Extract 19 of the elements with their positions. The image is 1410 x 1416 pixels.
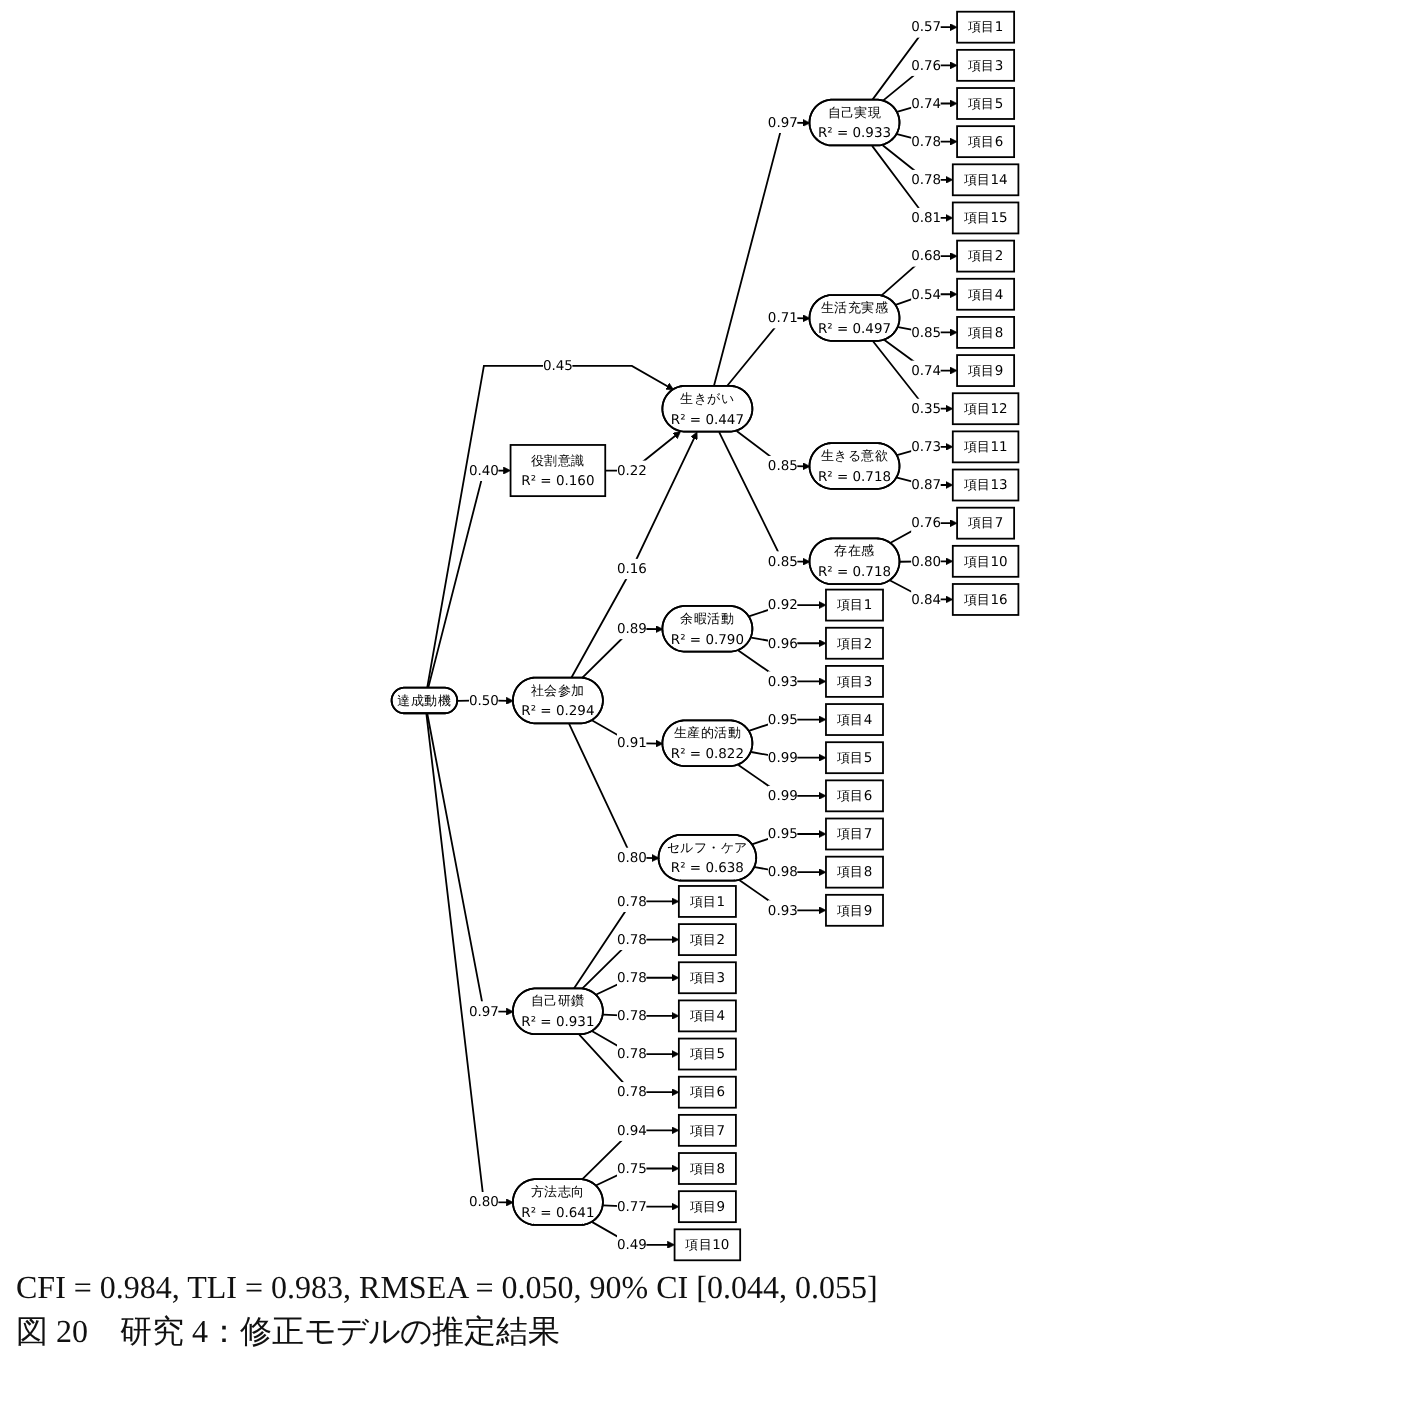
arrow <box>725 314 811 388</box>
arrow <box>872 340 954 413</box>
arrow <box>581 935 680 990</box>
arrow <box>718 431 811 566</box>
arrow <box>425 712 514 1207</box>
figure-caption: 図 20 研究 4：修正モデルの推定結果 <box>16 1313 560 1354</box>
arrow <box>735 430 811 471</box>
fit-statistics-note: CFI = 0.984, TLI = 0.983, RMSEA = 0.050, 90% CI [0.044, 0.055] <box>16 1272 878 1308</box>
arrow <box>581 1126 680 1181</box>
arrow <box>578 1033 680 1097</box>
arrow <box>426 712 514 1016</box>
arrow <box>568 722 660 862</box>
arrow <box>572 897 680 990</box>
arrow <box>426 365 674 689</box>
arrow <box>591 1030 680 1058</box>
arrow <box>604 431 681 472</box>
arrow <box>594 1164 680 1187</box>
arrow <box>427 466 511 689</box>
arrow <box>712 118 811 388</box>
